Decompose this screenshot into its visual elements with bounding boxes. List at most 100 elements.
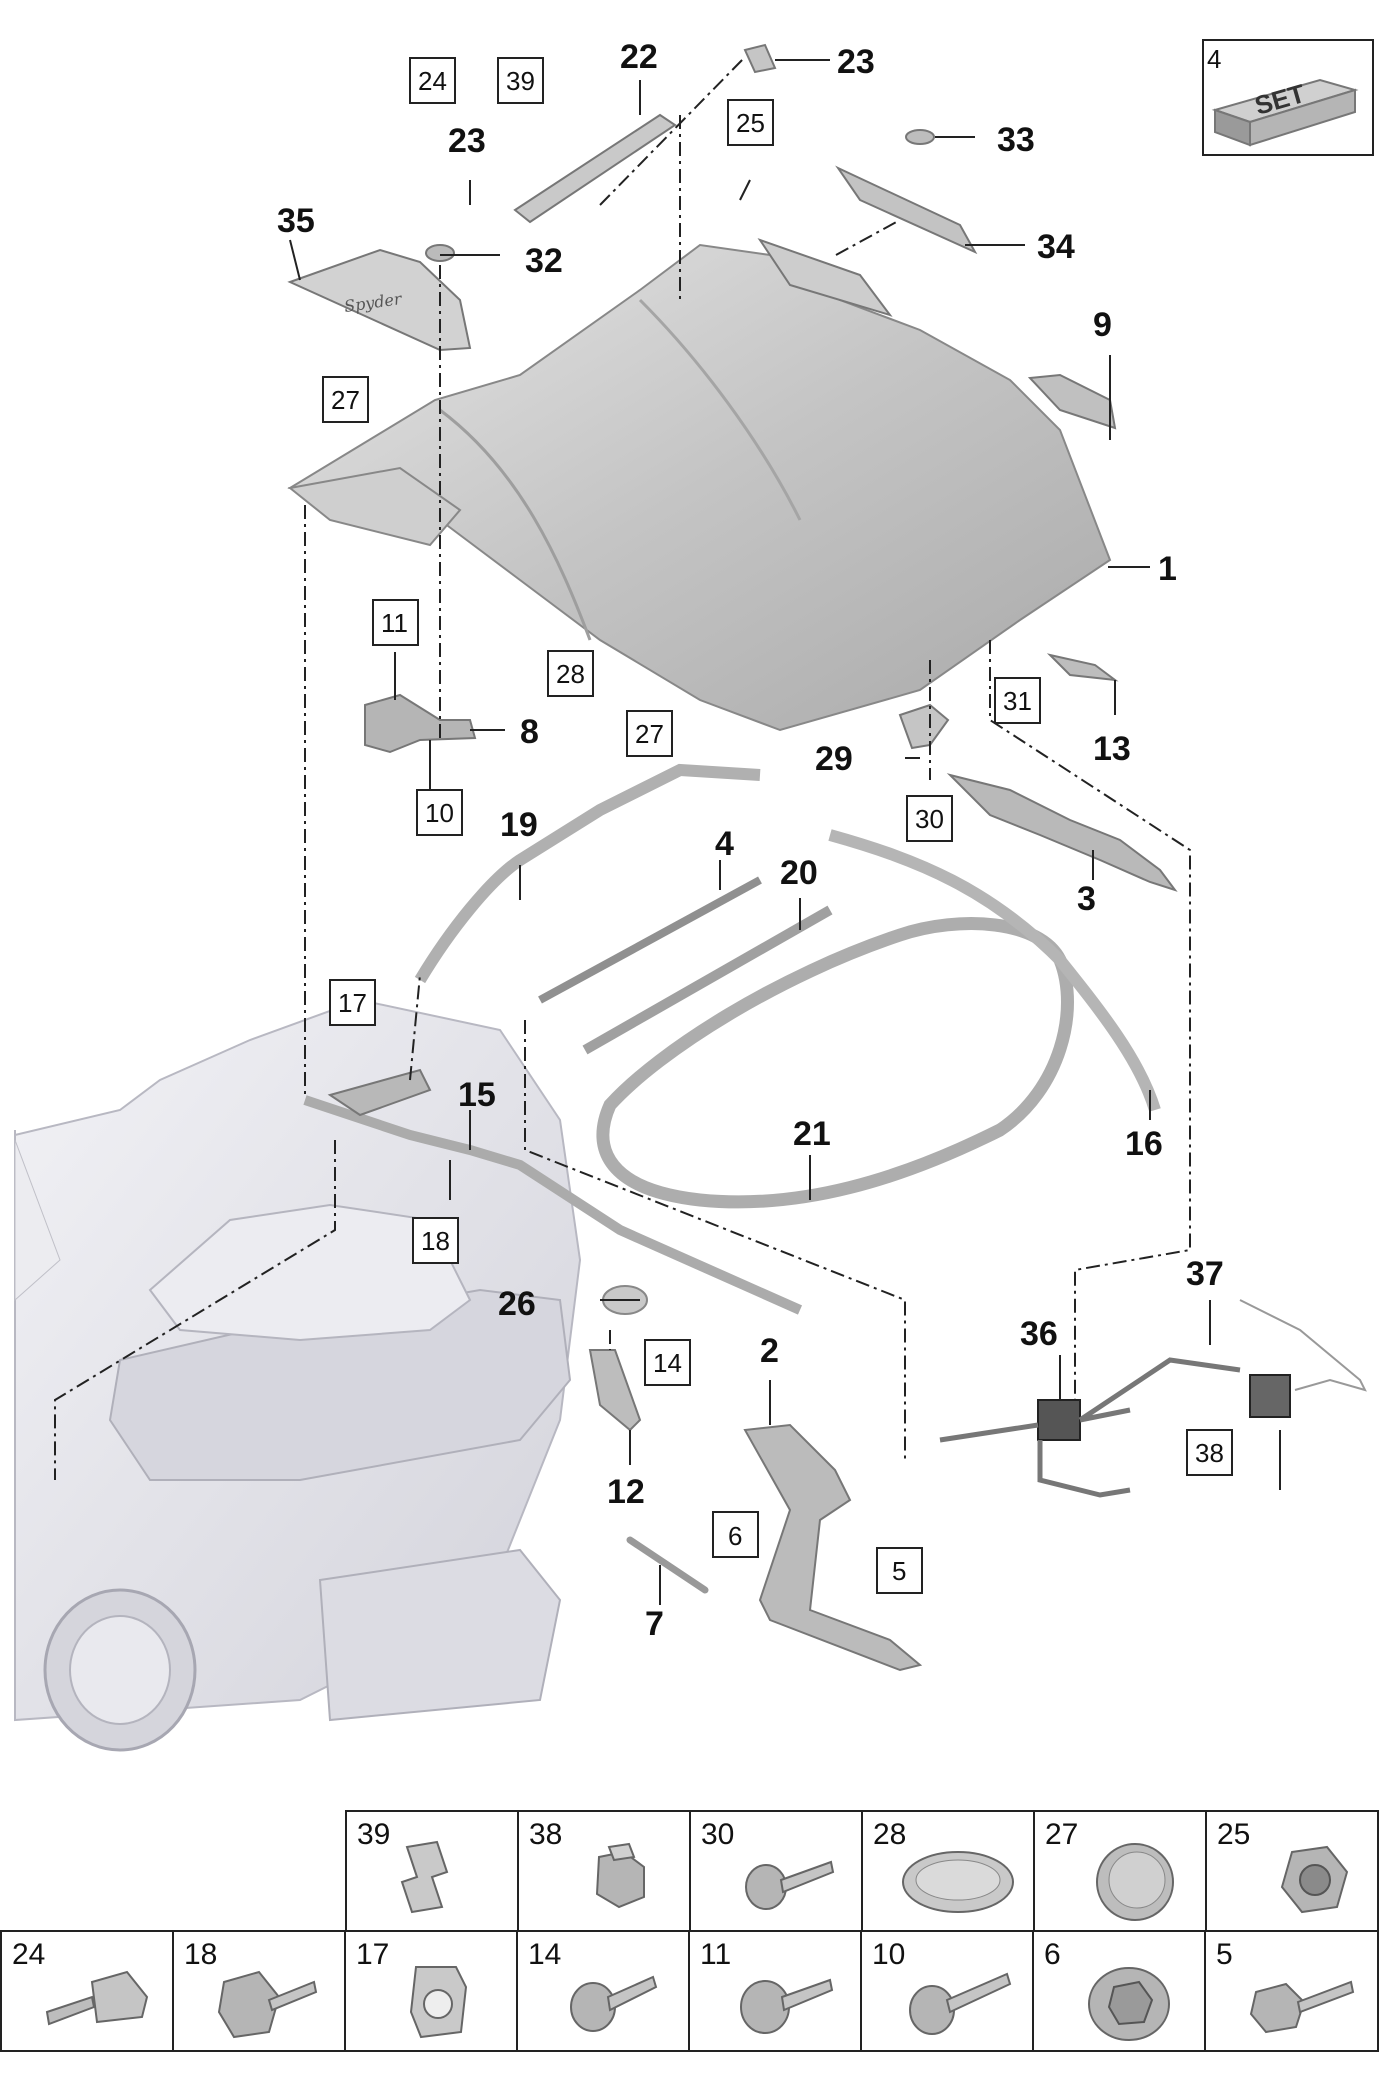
fastener-cell-28: 28 bbox=[861, 1810, 1035, 1932]
box-label-17: 17 bbox=[338, 988, 367, 1018]
fastener-label: 14 bbox=[528, 1938, 562, 1971]
callout-15: 15 bbox=[458, 1076, 496, 1114]
callout-23-top: 23 bbox=[837, 43, 875, 81]
box-label-6: 6 bbox=[728, 1521, 742, 1551]
clip-33 bbox=[905, 129, 935, 145]
callout-1: 1 bbox=[1158, 550, 1177, 588]
callout-34: 34 bbox=[1037, 228, 1075, 266]
fastener-label: 5 bbox=[1216, 1938, 1233, 1971]
gas-strut-7 bbox=[626, 1536, 709, 1594]
box-label-28: 28 bbox=[556, 659, 585, 689]
callout-35: 35 bbox=[277, 202, 315, 240]
fastener-label: 10 bbox=[872, 1938, 906, 1971]
bracket-9 bbox=[1027, 373, 1117, 430]
spoiler-strip-part bbox=[513, 113, 677, 224]
fastener-cell-11: 11 bbox=[688, 1930, 862, 2052]
callout-8: 8 bbox=[520, 713, 539, 751]
fastener-cell-6: 6 bbox=[1032, 1930, 1206, 2052]
vent-grille-part bbox=[757, 165, 978, 317]
callout-36: 36 bbox=[1020, 1315, 1058, 1353]
callout-26: 26 bbox=[498, 1285, 536, 1323]
fastener-label: 11 bbox=[700, 1938, 732, 1971]
callout-2: 2 bbox=[760, 1332, 779, 1370]
fastener-cell-39: 39 bbox=[345, 1810, 519, 1932]
fastener-label: 17 bbox=[356, 1938, 390, 1971]
bolt-icon bbox=[745, 1860, 835, 1910]
washer-bolt-icon bbox=[740, 1978, 834, 2034]
callout-9: 9 bbox=[1093, 306, 1112, 344]
flange-bolt-icon bbox=[217, 1970, 318, 2039]
box-label-27-top: 27 bbox=[331, 385, 360, 415]
fastener-cell-27: 27 bbox=[1033, 1810, 1207, 1932]
box-label-30: 30 bbox=[915, 804, 944, 834]
fastener-label: 18 bbox=[184, 1938, 218, 1971]
hex-nut-icon bbox=[1280, 1845, 1349, 1914]
hex-bolt-icon bbox=[1249, 1980, 1355, 2034]
callout-16: 16 bbox=[1125, 1125, 1163, 1163]
callout-22: 22 bbox=[620, 38, 658, 76]
lock-assembly bbox=[939, 1299, 1367, 1498]
box-label-38: 38 bbox=[1195, 1438, 1224, 1468]
boxed-labels bbox=[322, 57, 1233, 1594]
hinge-2 bbox=[743, 1423, 923, 1672]
fastener-cell-17: 17 bbox=[344, 1930, 518, 2052]
callout-4: 4 bbox=[715, 825, 734, 863]
bracket-29 bbox=[898, 703, 950, 750]
long-bolt-icon bbox=[909, 1972, 1012, 2035]
box-label-25: 25 bbox=[736, 108, 765, 138]
fastener-label: 39 bbox=[357, 1818, 391, 1851]
seal-15 bbox=[303, 1095, 803, 1315]
lock-bracket-3 bbox=[946, 773, 1178, 892]
box-label-14: 14 bbox=[653, 1348, 682, 1378]
nut-icon bbox=[595, 1842, 645, 1909]
trunk-lid-part bbox=[287, 243, 1112, 732]
fastener-label: 30 bbox=[701, 1818, 735, 1851]
seal-19 bbox=[414, 763, 761, 984]
callout-37: 37 bbox=[1186, 1255, 1224, 1293]
box-label-5: 5 bbox=[892, 1556, 906, 1586]
bracket-23 bbox=[743, 43, 777, 74]
pin-icon bbox=[45, 1970, 149, 2026]
callout-33: 33 bbox=[997, 121, 1035, 159]
car-rear-illustration bbox=[14, 998, 582, 1752]
callout-7: 7 bbox=[645, 1605, 664, 1643]
box-label-31: 31 bbox=[1003, 686, 1032, 716]
spring-clip-icon bbox=[409, 1966, 468, 2039]
callout-23-left: 23 bbox=[448, 122, 486, 160]
fastener-cell-14: 14 bbox=[516, 1930, 690, 2052]
fastener-cell-38: 38 bbox=[517, 1810, 691, 1932]
seal-21 bbox=[596, 917, 1074, 1209]
fastener-cell-10: 10 bbox=[860, 1930, 1034, 2052]
callout-3: 3 bbox=[1077, 880, 1096, 918]
fastener-label: 6 bbox=[1044, 1938, 1061, 1971]
seal-20 bbox=[582, 905, 833, 1055]
fastener-cell-5: 5 bbox=[1204, 1930, 1379, 2052]
box-label-39: 39 bbox=[506, 66, 535, 96]
seal-4 bbox=[538, 876, 762, 1004]
fastener-cell-24: 24 bbox=[0, 1930, 174, 2052]
box-label-24: 24 bbox=[418, 66, 447, 96]
fastener-cell-18: 18 bbox=[172, 1930, 346, 2052]
set-box: SET bbox=[1202, 39, 1374, 156]
plug-icon bbox=[902, 1851, 1014, 1913]
box-label-18: 18 bbox=[421, 1226, 450, 1256]
callout-lines bbox=[289, 59, 1281, 1605]
clip-icon bbox=[400, 1840, 449, 1914]
fastener-label: 24 bbox=[12, 1938, 46, 1971]
callout-32: 32 bbox=[525, 242, 563, 280]
box-label-11: 11 bbox=[381, 608, 408, 638]
bracket-12 bbox=[588, 1349, 642, 1432]
grommet-32 bbox=[425, 244, 455, 262]
fastener-cell-25: 25 bbox=[1205, 1810, 1379, 1932]
flange-nut-icon bbox=[1088, 1967, 1170, 2041]
box-label-10: 10 bbox=[425, 798, 454, 828]
torx-bolt-icon bbox=[570, 1975, 658, 2032]
fastener-label: 27 bbox=[1045, 1818, 1079, 1851]
fastener-label: 38 bbox=[529, 1818, 563, 1851]
callout-12: 12 bbox=[607, 1473, 645, 1511]
exploded-parts-diagram: Spyder bbox=[14, 38, 1374, 1752]
spyder-badge-plate: Spyder bbox=[287, 248, 472, 352]
fastener-cell-30: 30 bbox=[689, 1810, 863, 1932]
set-box-number: 4 bbox=[1207, 44, 1222, 74]
seal-17 bbox=[327, 1068, 432, 1117]
